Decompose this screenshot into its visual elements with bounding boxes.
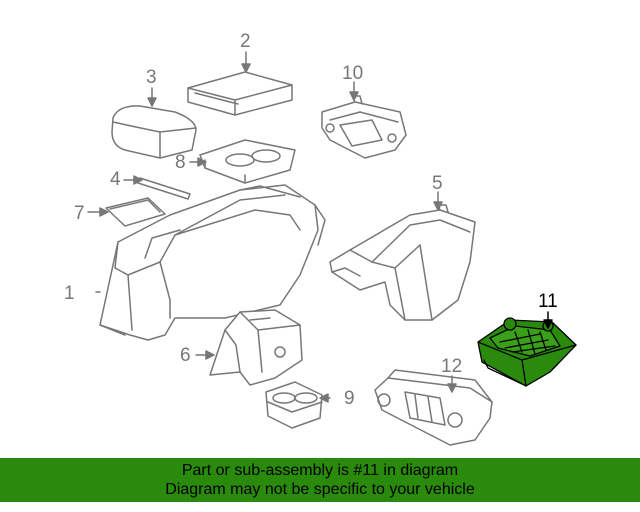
part-4-trim-strip[interactable] xyxy=(137,177,191,200)
callout-5: 5 xyxy=(432,173,443,194)
callout-6: 6 xyxy=(180,345,191,366)
part-8-cup-holder-tray[interactable] xyxy=(199,139,296,184)
callout-8: 8 xyxy=(175,152,186,173)
callout-3: 3 xyxy=(146,67,157,88)
info-banner: Part or sub-assembly is #11 in diagram D… xyxy=(0,458,640,502)
part-12-control-panel[interactable] xyxy=(374,369,493,446)
part-7-mat-pad[interactable] xyxy=(105,197,166,227)
part-5-rear-bin[interactable] xyxy=(329,204,476,321)
banner-line-2: Diagram may not be specific to your vehi… xyxy=(165,481,475,498)
part-3-armrest[interactable] xyxy=(111,105,197,159)
part-6-bracket[interactable] xyxy=(209,309,303,386)
callout-1: 1 xyxy=(64,283,75,304)
part-1-console-body[interactable] xyxy=(99,184,326,341)
banner-line-1: Part or sub-assembly is #11 in diagram xyxy=(181,462,459,479)
part-9-cup-holder-insert[interactable] xyxy=(265,381,323,429)
callout-7: 7 xyxy=(74,203,85,224)
callout-12: 12 xyxy=(441,356,463,377)
part-11-highlighted-module[interactable] xyxy=(477,317,577,387)
leader-lines xyxy=(87,51,553,403)
parts-illustration xyxy=(87,51,577,446)
callout-10: 10 xyxy=(342,63,364,84)
part-2-lid[interactable] xyxy=(187,71,293,116)
callout-2: 2 xyxy=(240,31,251,52)
callout-11: 11 xyxy=(538,291,558,312)
callout-4: 4 xyxy=(110,169,121,190)
part-10-control-head[interactable] xyxy=(321,95,407,159)
callout-9: 9 xyxy=(344,388,355,409)
parts-diagram: 1 2 3 4 5 6 7 8 9 10 11 12 xyxy=(64,31,577,446)
